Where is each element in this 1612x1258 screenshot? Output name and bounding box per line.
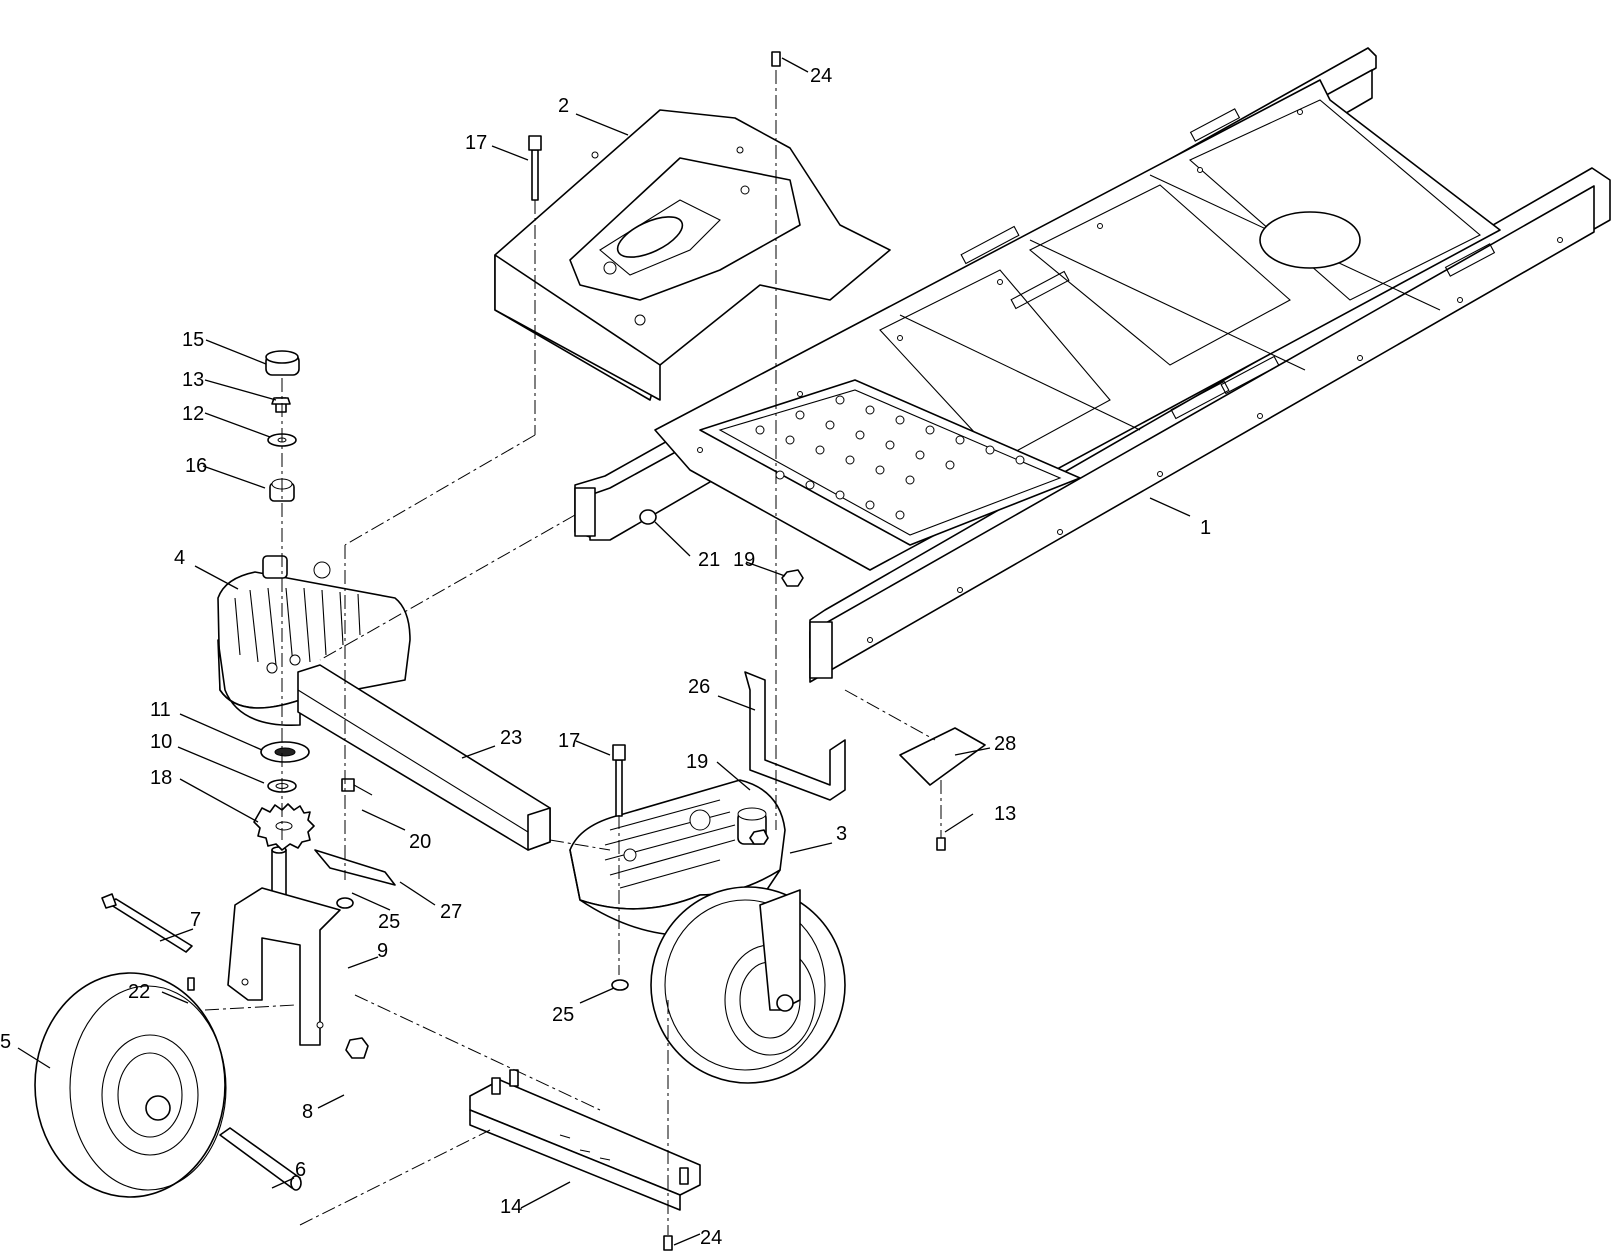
- callout-2: 2: [558, 95, 569, 117]
- callout-27: 27: [440, 901, 462, 923]
- axle-bolt: [341, 778, 373, 796]
- flange-nut-right: [611, 979, 629, 991]
- deflector-bracket: [899, 727, 986, 786]
- wheel-spacer: [219, 1127, 302, 1191]
- callout-18: 18: [150, 767, 172, 789]
- callout-5: 5: [0, 1031, 11, 1053]
- bearing: [260, 741, 310, 763]
- callouts: 1 2 3 4 5 6 7 8 9 10 11 12 13 13 14 15 1…: [0, 65, 1211, 1249]
- top-screw: [771, 51, 781, 67]
- flange-nut-lower: [749, 829, 769, 845]
- frame-nut: [639, 509, 657, 525]
- callout-19a: 19: [733, 549, 755, 571]
- square-tube: [297, 664, 551, 851]
- callout-13a: 13: [182, 369, 204, 391]
- flange-nut-fork: [336, 897, 354, 909]
- bottom-screw: [663, 1235, 673, 1251]
- callout-23: 23: [500, 727, 522, 749]
- flange-nut-upper: [781, 569, 804, 587]
- grease-fitting: [187, 977, 195, 991]
- long-bolt-upper: [528, 135, 542, 201]
- callout-11: 11: [150, 699, 171, 721]
- control-panel-plate: [494, 109, 891, 401]
- callout-1: 1: [1200, 517, 1211, 539]
- leader-lines: [17, 57, 1191, 1246]
- callout-4: 4: [174, 547, 185, 569]
- left-caster-wheel: [34, 972, 227, 1198]
- callout-15: 15: [182, 329, 204, 351]
- callout-19b: 19: [686, 751, 708, 773]
- callout-22: 22: [128, 981, 150, 1003]
- assembly-lines: [204, 70, 942, 1235]
- mount-bracket: [744, 671, 846, 801]
- callout-13b: 13: [994, 803, 1016, 825]
- support-plate: [469, 1069, 701, 1211]
- callout-26: 26: [688, 676, 710, 698]
- callout-25b: 25: [552, 1004, 574, 1026]
- callout-25a: 25: [378, 911, 400, 933]
- callout-9: 9: [377, 940, 388, 962]
- callout-16: 16: [185, 455, 207, 477]
- callout-24b: 24: [700, 1227, 722, 1249]
- callout-7: 7: [190, 909, 201, 931]
- callout-3: 3: [836, 823, 847, 845]
- callout-28: 28: [994, 733, 1016, 755]
- scraper-plate: [314, 849, 396, 886]
- callout-20: 20: [409, 831, 431, 853]
- caster-fork: [227, 846, 341, 1046]
- callout-6: 6: [295, 1159, 306, 1181]
- cap-screw: [271, 397, 291, 413]
- dust-cap: [265, 350, 300, 376]
- callout-12: 12: [182, 403, 204, 425]
- caster-bolt: [101, 893, 193, 953]
- callout-10: 10: [150, 731, 172, 753]
- right-caster-wheel: [650, 886, 846, 1084]
- long-bolt-lower: [612, 744, 626, 817]
- left-caster-housing: [217, 555, 411, 726]
- callout-8: 8: [302, 1101, 313, 1123]
- sprocket: [253, 803, 315, 851]
- callout-24a: 24: [810, 65, 832, 87]
- callout-21: 21: [698, 549, 720, 571]
- lock-nut: [345, 1037, 369, 1059]
- callout-14: 14: [500, 1196, 522, 1218]
- flange-screw-right: [936, 837, 946, 851]
- main-frame: [574, 47, 1611, 683]
- callout-17b: 17: [558, 730, 580, 752]
- callout-17a: 17: [465, 132, 487, 154]
